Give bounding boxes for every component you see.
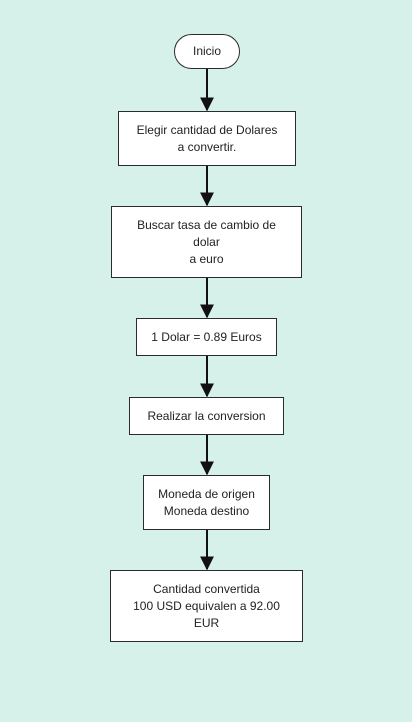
step-rate-value[interactable]: 1 Dolar = 0.89 Euros	[136, 318, 277, 356]
start-node-label: Inicio	[192, 44, 221, 58]
step-choose-amount-label: Elegir cantidad de Dolares a convertir.	[136, 122, 278, 154]
step-rate-value-label: 1 Dolar = 0.89 Euros	[151, 329, 262, 344]
step-result[interactable]: Cantidad convertida 100 USD equivalen a …	[110, 570, 303, 642]
step-currencies-label: Moneda de origen Moneda destino	[158, 486, 255, 518]
step-find-rate[interactable]: Buscar tasa de cambio de dolar a euro	[111, 206, 302, 278]
step-result-label: Cantidad convertida 100 USD equivalen a …	[133, 581, 280, 630]
step-convert-label: Realizar la conversion	[147, 408, 266, 423]
step-convert[interactable]: Realizar la conversion	[129, 397, 284, 435]
step-currencies[interactable]: Moneda de origen Moneda destino	[143, 475, 270, 530]
step-find-rate-label: Buscar tasa de cambio de dolar a euro	[137, 217, 276, 266]
start-node[interactable]: Inicio	[174, 34, 240, 69]
step-choose-amount[interactable]: Elegir cantidad de Dolares a convertir.	[118, 111, 296, 166]
